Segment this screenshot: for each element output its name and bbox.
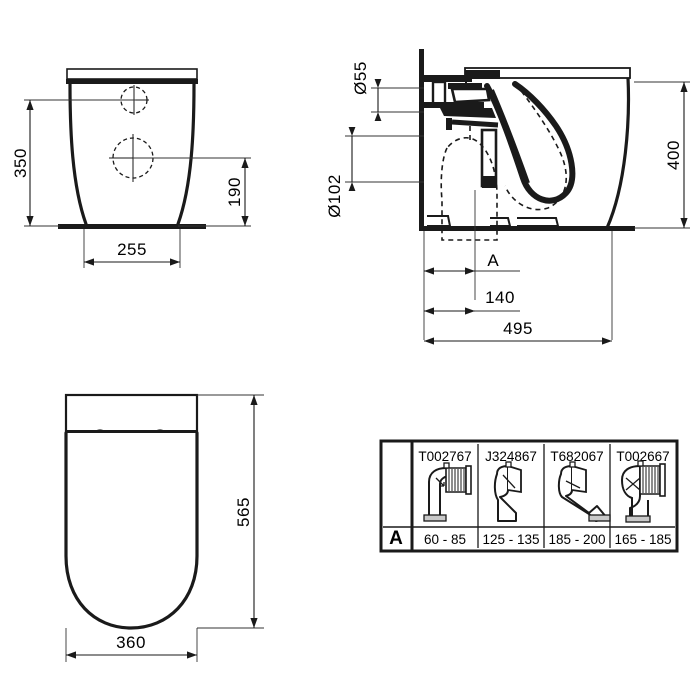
table-range-3: 185 - 200 — [548, 532, 605, 547]
table-row-label-a: A — [389, 528, 403, 549]
side-ref-a: A — [424, 251, 520, 275]
side-trapway-solid — [484, 81, 576, 204]
side-foot-pads — [427, 215, 560, 227]
side-dim-140-text: 140 — [485, 288, 515, 307]
pipe-elbow-straight-icon — [423, 462, 472, 522]
side-dim-dia55: Ø55 — [351, 61, 382, 121]
side-lid-outline — [464, 67, 631, 79]
plan-bowl-outline — [64, 431, 199, 630]
table-range-1: 60 - 85 — [424, 532, 466, 547]
table-column-2[interactable]: J324867 125 - 135 — [482, 449, 539, 547]
front-dim-350: 350 — [11, 100, 34, 226]
side-dim-dia102-text: Ø102 — [325, 174, 344, 218]
side-dim-495: 495 — [424, 319, 612, 345]
side-dim-140: 140 — [424, 288, 520, 315]
plan-view: 565 360 — [64, 393, 264, 662]
pipe-s-bend-icon — [621, 460, 666, 523]
side-outlet-sleeve — [480, 128, 498, 188]
front-dim-350-text: 350 — [11, 148, 30, 178]
front-dim-255-text: 255 — [117, 240, 147, 259]
table-code-3: T682067 — [550, 449, 603, 464]
side-dim-495-text: 495 — [503, 319, 533, 338]
front-bowl-outline — [68, 82, 196, 226]
table-code-1: T002767 — [418, 449, 471, 464]
table-column-3[interactable]: T682067 185 - 200 — [548, 449, 611, 547]
plan-extension-lines — [65, 394, 264, 662]
plan-dim-565-text: 565 — [234, 497, 253, 527]
side-wall-line — [419, 49, 424, 229]
front-lid-outline — [66, 68, 198, 84]
side-floor-line — [419, 226, 635, 231]
side-section-view: Ø55 Ø102 400 A — [325, 49, 690, 345]
side-extension-lines — [345, 81, 690, 340]
table-column-4[interactable]: T002667 — [614, 449, 671, 547]
table-code-2: J324867 — [485, 449, 537, 464]
front-floor-line — [58, 224, 206, 229]
front-dim-190-text: 190 — [225, 177, 244, 207]
table-column-1[interactable]: T002767 — [418, 449, 472, 547]
side-dim-400: 400 — [664, 82, 688, 228]
pipe-angled-icon — [557, 461, 611, 522]
table-range-4: 165 - 185 — [614, 532, 671, 547]
pipe-offset-icon — [493, 461, 522, 522]
table-range-2: 125 - 135 — [482, 532, 539, 547]
front-dim-190: 190 — [225, 158, 249, 226]
side-inlet-fittings — [424, 75, 499, 130]
side-hidden-outlines — [440, 83, 568, 241]
table-code-4: T002667 — [616, 449, 669, 464]
front-elevation-view: 350 190 255 — [11, 68, 251, 268]
plan-dim-360-text: 360 — [116, 633, 146, 652]
side-dim-dia55-text: Ø55 — [351, 61, 370, 95]
side-dim-dia102: Ø102 — [325, 127, 356, 218]
table-column-lines — [383, 441, 675, 551]
plan-dim-565: 565 — [234, 395, 258, 628]
connector-options-table: A T002767 — [379, 439, 679, 553]
plan-dim-360: 360 — [66, 633, 197, 659]
front-dim-255: 255 — [84, 240, 180, 266]
side-ref-a-text: A — [487, 251, 499, 270]
side-dim-400-text: 400 — [664, 140, 683, 170]
plan-tank-outline — [64, 393, 199, 434]
